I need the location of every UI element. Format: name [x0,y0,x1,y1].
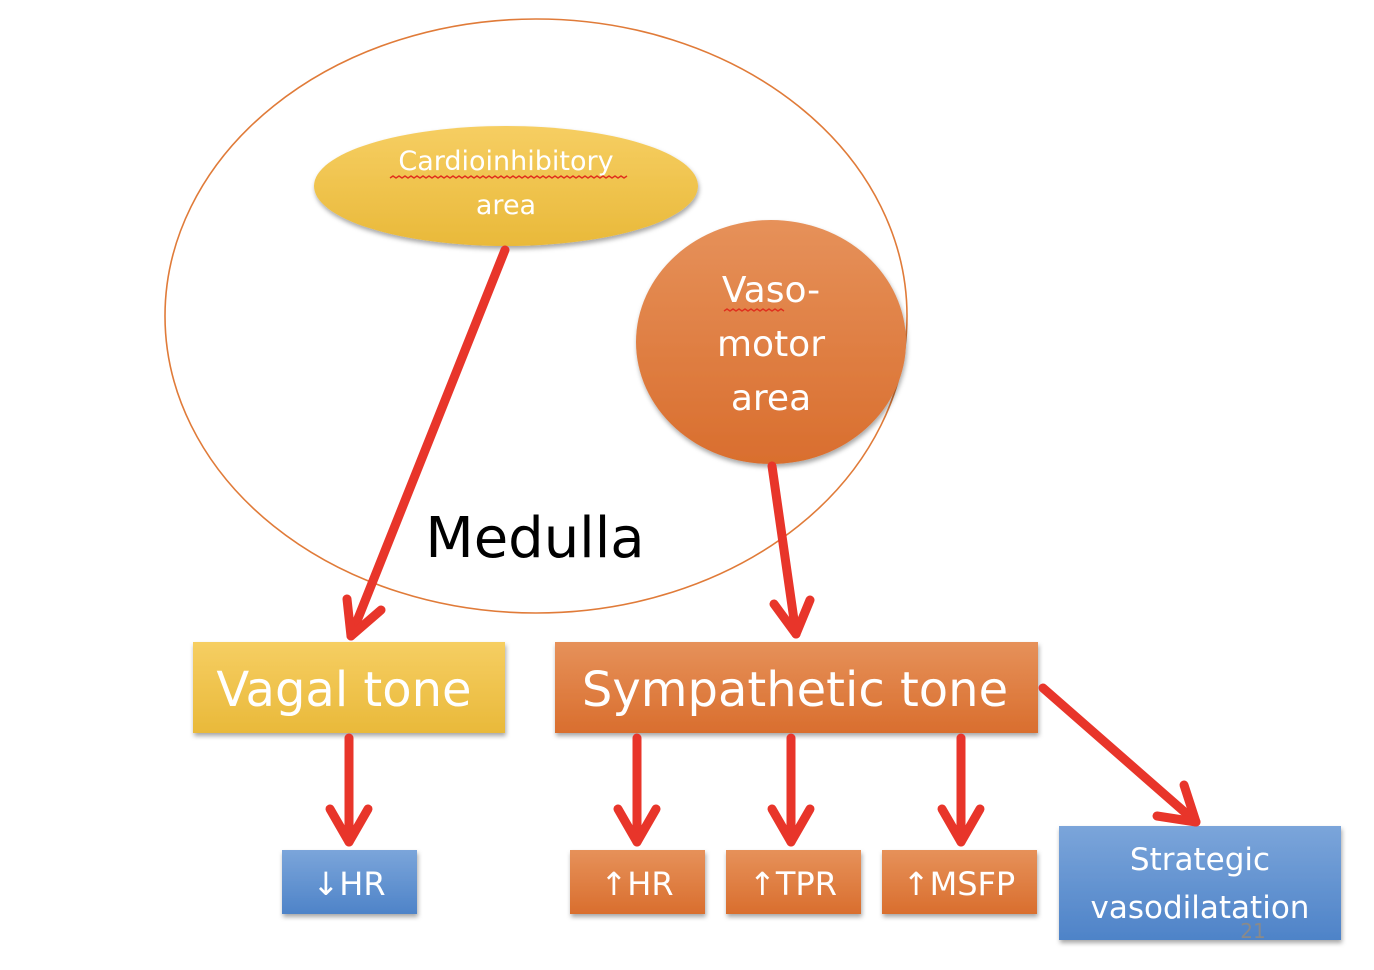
effect-strategic-vasodilatation-box: Strategic vasodilatation [1059,826,1341,940]
effect-increased-hr-label: ↑HR [600,865,673,903]
effect-increased-hr-box: ↑HR [570,850,705,914]
vasomotor-label-line3: area [731,378,811,419]
arrow-cardioinhibitory-to-vagal [342,245,510,641]
sympathetic-tone-label: Sympathetic tone [582,662,1008,718]
effect-increased-msfp-label: ↑MSFP [903,865,1015,903]
slide-number: 21 [1240,919,1265,943]
spellcheck-underline [389,175,628,179]
arrow-vasomotor-to-sympathetic [767,461,815,639]
effect-increased-tpr-label: ↑TPR [749,865,837,903]
arrows-layer [325,245,1201,847]
cardioinhibitory-label-line2: area [476,190,536,221]
arrow-sympathetic-to-increased-msfp [937,733,985,847]
effect-decreased-hr-label: ↓HR [312,865,385,903]
vagal-tone-label: Vagal tone [216,662,471,718]
cardioinhibitory-area-node: Cardioinhibitory area [314,126,698,246]
vasomotor-label-line2: motor [717,324,825,365]
vasomotor-label-line1: Vaso- [722,270,820,311]
spellcheck-underline [723,308,785,312]
effect-increased-tpr-box: ↑TPR [726,850,861,914]
vasomotor-area-node: Vaso- motor area [636,220,906,464]
effect-decreased-hr-box: ↓HR [282,850,417,914]
strategic-vasodilatation-line2: vasodilatation [1091,890,1310,926]
cardioinhibitory-label-line1: Cardioinhibitory [398,146,613,177]
medulla-outline [164,18,908,614]
effect-increased-msfp-box: ↑MSFP [882,850,1037,914]
arrow-sympathetic-to-increased-tpr [767,733,815,847]
arrow-sympathetic-to-increased-hr [613,733,661,847]
vagal-tone-box: Vagal tone [193,642,505,733]
sympathetic-tone-box: Sympathetic tone [555,642,1038,733]
strategic-vasodilatation-line1: Strategic [1130,842,1270,878]
arrow-vagal-to-decreased-hr [325,733,373,847]
arrow-sympathetic-to-strategic-vasodilatation [1038,683,1201,827]
medulla-label: Medulla [425,506,644,571]
